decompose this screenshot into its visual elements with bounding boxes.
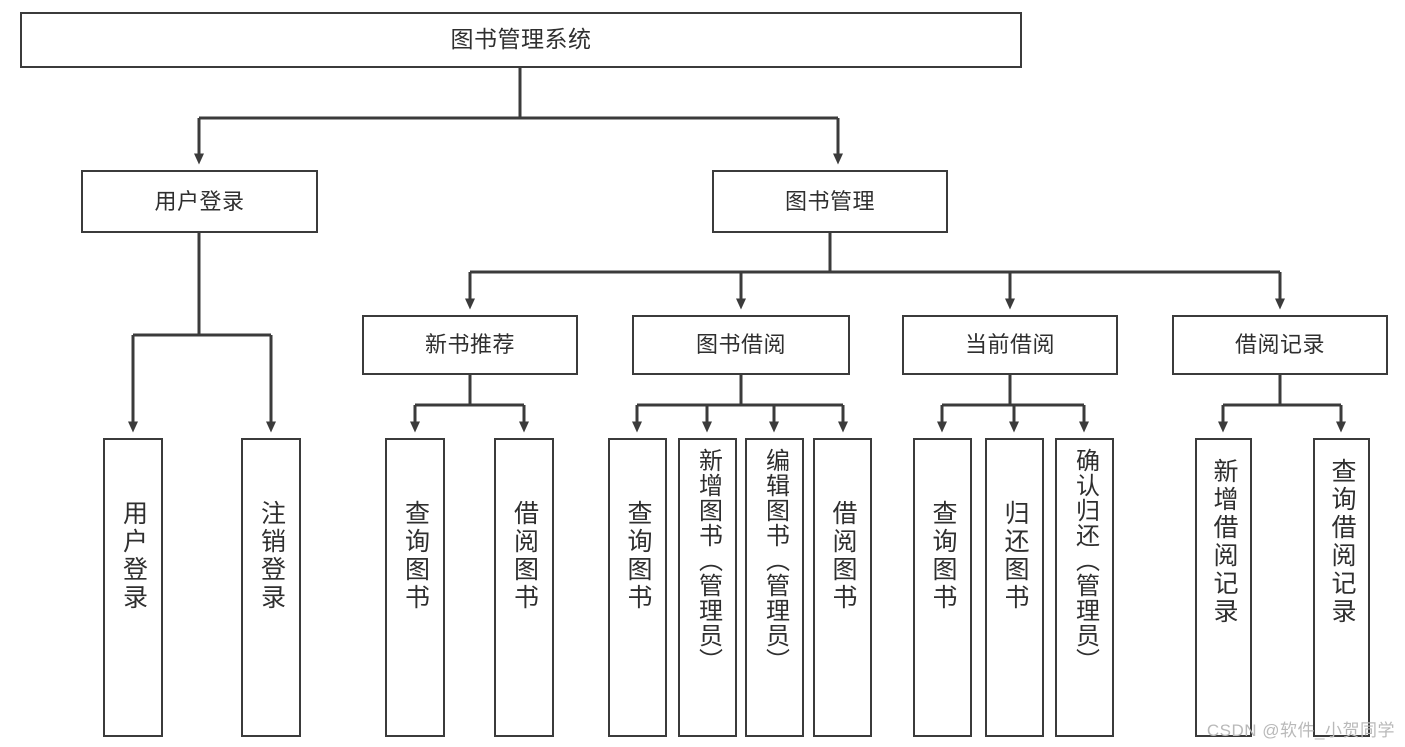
- node-book-borrow-label: 图书借阅: [695, 332, 786, 358]
- node-leaf-add-book[interactable]: 新增图书（管理员）: [678, 438, 737, 737]
- node-leaf-edit-book-label: 编辑图书（管理员）: [761, 448, 789, 673]
- node-leaf-query-book-2[interactable]: 查询图书: [608, 438, 667, 737]
- watermark-text: CSDN @软件_小贺同学: [1206, 721, 1395, 740]
- node-leaf-user-login[interactable]: 用户登录: [103, 438, 163, 737]
- node-root-label: 图书管理系统: [450, 26, 592, 53]
- node-root[interactable]: 图书管理系统: [20, 12, 1022, 68]
- node-leaf-query-record[interactable]: 查询借阅记录: [1313, 438, 1370, 737]
- node-leaf-user-login-label: 用户登录: [119, 500, 148, 612]
- node-leaf-borrow-book-2[interactable]: 借阅图书: [813, 438, 872, 737]
- node-leaf-query-book-1-label: 查询图书: [401, 500, 430, 612]
- node-borrow-record[interactable]: 借阅记录: [1172, 315, 1388, 375]
- node-leaf-confirm-return-label: 确认归还（管理员）: [1071, 448, 1099, 673]
- node-leaf-query-book-1[interactable]: 查询图书: [385, 438, 445, 737]
- node-book-management[interactable]: 图书管理: [712, 170, 948, 233]
- node-book-management-label: 图书管理: [784, 188, 875, 214]
- node-new-book-recommend-label: 新书推荐: [424, 332, 515, 358]
- node-borrow-record-label: 借阅记录: [1234, 332, 1325, 358]
- node-new-book-recommend[interactable]: 新书推荐: [362, 315, 578, 375]
- node-book-borrow[interactable]: 图书借阅: [632, 315, 850, 375]
- node-leaf-return-book-label: 归还图书: [1001, 500, 1029, 612]
- node-current-borrow-label: 当前借阅: [964, 332, 1055, 358]
- node-leaf-add-record-label: 新增借阅记录: [1210, 458, 1238, 626]
- node-leaf-user-logout[interactable]: 注销登录: [241, 438, 301, 737]
- node-leaf-borrow-book-1[interactable]: 借阅图书: [494, 438, 554, 737]
- node-leaf-add-book-label: 新增图书（管理员）: [694, 448, 722, 673]
- node-current-borrow[interactable]: 当前借阅: [902, 315, 1118, 375]
- node-leaf-query-record-label: 查询借阅记录: [1328, 458, 1356, 626]
- node-leaf-borrow-book-2-label: 借阅图书: [829, 500, 857, 612]
- node-leaf-borrow-book-1-label: 借阅图书: [510, 500, 539, 612]
- node-user-login-label: 用户登录: [154, 188, 245, 214]
- node-leaf-edit-book[interactable]: 编辑图书（管理员）: [745, 438, 804, 737]
- node-leaf-confirm-return[interactable]: 确认归还（管理员）: [1055, 438, 1114, 737]
- node-leaf-return-book[interactable]: 归还图书: [985, 438, 1044, 737]
- node-leaf-query-book-2-label: 查询图书: [624, 500, 652, 612]
- node-leaf-query-book-3-label: 查询图书: [929, 500, 957, 612]
- node-leaf-query-book-3[interactable]: 查询图书: [913, 438, 972, 737]
- node-leaf-add-record[interactable]: 新增借阅记录: [1195, 438, 1252, 737]
- node-leaf-user-logout-label: 注销登录: [257, 500, 286, 612]
- node-user-login[interactable]: 用户登录: [81, 170, 318, 233]
